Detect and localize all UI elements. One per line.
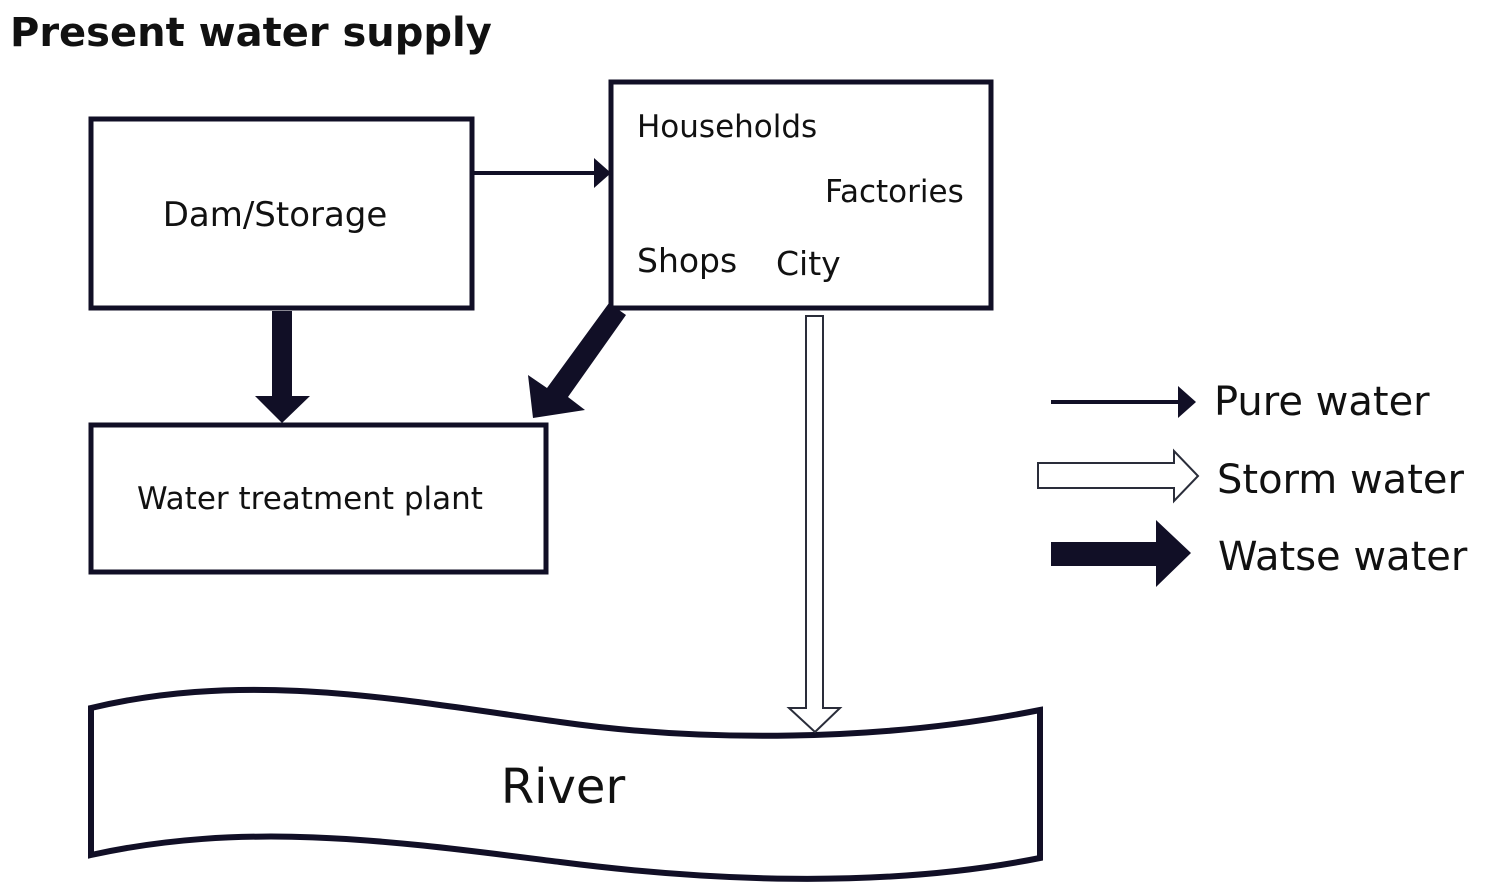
legend: Pure water Storm water Watse water [1037,379,1468,587]
factories-label: Factories [825,174,964,210]
river-label: River [501,759,626,815]
legend-item-waste-water: Watse water [1051,520,1468,587]
pure-water-arrow-dam-to-city [474,158,611,188]
legend-label-storm-water: Storm water [1217,457,1464,503]
shops-label: Shops [637,241,737,280]
city-label: City [776,244,841,283]
city-node: Households Factories Shops City [608,79,994,311]
storm-water-arrow-city-to-river [786,315,843,734]
dam-storage-label: Dam/Storage [163,195,388,235]
legend-label-waste-water: Watse water [1218,534,1468,580]
treatment-plant-node: Water treatment plant [88,422,549,575]
treatment-plant-label: Water treatment plant [137,481,483,517]
dam-storage-node: Dam/Storage [88,116,475,311]
diagram-title: Present water supply [10,10,492,56]
waste-water-arrow-dam-to-treatment [255,311,310,423]
households-label: Households [637,109,817,145]
legend-item-pure-water: Pure water [1051,379,1430,425]
waste-water-arrow-city-to-treatment [528,303,626,418]
legend-item-storm-water: Storm water [1037,448,1464,504]
hollow-arrow-icon [1037,448,1200,504]
river-node: River [88,686,1043,882]
legend-label-pure-water: Pure water [1214,379,1430,425]
thin-arrow-icon [1051,386,1196,418]
thick-arrow-icon [1051,520,1191,587]
